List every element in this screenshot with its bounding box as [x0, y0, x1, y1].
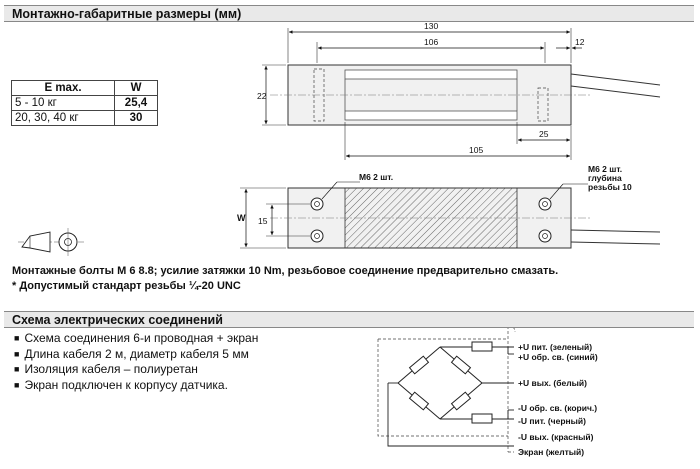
width-cell: 30: [114, 110, 158, 126]
list-item: Длина кабеля 2 м, диаметр кабеля 5 мм: [14, 347, 258, 363]
wire-label: -U обр. св. (корич.): [518, 403, 597, 413]
table-row: 20, 30, 40 кг 30: [11, 110, 158, 126]
strain-gauge-resistor: [450, 355, 472, 375]
thread-label-right-line1: M6 2 шт.: [588, 164, 622, 174]
mounting-hole: [310, 197, 324, 211]
strain-gauge-resistor: [408, 355, 430, 375]
side-view: [270, 64, 661, 126]
mounting-hole: [538, 197, 552, 211]
dimension-w: W: [237, 187, 286, 249]
mounting-hole: [310, 229, 324, 243]
thread-label-left-text: M6 2 шт.: [359, 172, 393, 182]
thread-label-right: M6 2 шт. глубина резьбы 10: [549, 164, 632, 200]
section-header-wiring: Схема электрических соединений: [4, 311, 694, 328]
dimension-25-label: 25: [539, 129, 549, 139]
dimension-12: 12: [556, 37, 585, 50]
wire-label: -U вых. (красный): [518, 432, 594, 442]
wiring-bullet-list: Схема соединения 6-и проводная + экран Д…: [14, 331, 258, 393]
strain-gauge-resistor: [408, 391, 430, 411]
dimension-w-label: W: [237, 213, 246, 223]
list-item: Экран подключен к корпусу датчика.: [14, 378, 258, 394]
wiring-diagram: [377, 325, 516, 453]
thread-label-left: M6 2 шт.: [321, 172, 393, 200]
thread-label-right-line2: глубина: [588, 173, 622, 183]
list-item: Изоляция кабеля – полиуретан: [14, 362, 258, 378]
thread-standard-note: * Допустимый стандарт резьбы ¼-20 UNC: [12, 280, 241, 292]
wire-label: -U пит. (черный): [518, 416, 586, 426]
wire-label: Экран (желтый): [518, 447, 584, 457]
top-view: [270, 187, 661, 249]
thread-label-right-line3: резьбы 10: [588, 182, 632, 192]
dimension-130: 130: [287, 21, 572, 63]
dimension-15-label: 15: [258, 216, 268, 226]
table-header-row: E max. W: [11, 80, 158, 96]
mounting-note: Монтажные болты M 6 8.8; усилие затяжки …: [12, 265, 559, 277]
section-header-dimensions: Монтажно-габаритные размеры (мм): [4, 5, 694, 22]
wire-label: +U пит. (зеленый): [518, 342, 592, 352]
dimension-25: 25: [516, 122, 572, 144]
wire-labels: +U пит. (зеленый) +U обр. св. (синий) +U…: [518, 342, 598, 457]
dimension-15: 15: [258, 203, 310, 237]
dimension-22-label: 22: [257, 91, 267, 101]
dimension-106: 106: [316, 37, 546, 63]
capacity-table: E max. W 5 - 10 кг 25,4 20, 30, 40 кг 30: [11, 80, 158, 126]
list-item: Схема соединения 6-и проводная + экран: [14, 331, 258, 347]
bolt-icon: [18, 228, 86, 256]
dimension-105: 105: [344, 122, 572, 160]
dimension-105-label: 105: [469, 145, 483, 155]
dimension-106-label: 106: [424, 37, 438, 47]
dimension-12-label: 12: [575, 37, 585, 47]
compensation-resistor: [471, 413, 493, 424]
mounting-hole: [538, 229, 552, 243]
dimension-22: 22: [257, 64, 286, 126]
strain-gauge-resistor: [450, 391, 472, 411]
wire-label: +U вых. (белый): [518, 378, 587, 388]
compensation-resistor: [471, 341, 493, 352]
wire-label: +U обр. св. (синий): [518, 352, 598, 362]
dimension-130-label: 130: [424, 21, 438, 31]
